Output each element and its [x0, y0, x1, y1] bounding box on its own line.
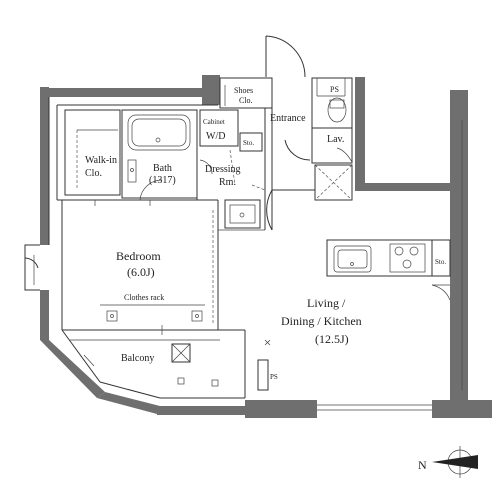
bath-label-2: (1317) [149, 175, 176, 186]
wall-south-balcony [157, 406, 245, 415]
wall-top-ps [355, 77, 365, 187]
compass: N [418, 446, 478, 478]
wall-diagonal-1 [40, 340, 105, 398]
interior-walls [48, 77, 451, 399]
dressing-label-2: Rm. [219, 177, 236, 188]
sto-small-label: Sto. [243, 139, 254, 147]
wall-diagonal-2 [97, 392, 160, 414]
walkin-label-2: Clo. [85, 168, 102, 179]
wall-west-lower [40, 290, 49, 340]
living-label-1: Living / [307, 296, 346, 310]
living-label-2: Dining / Kitchen [281, 314, 362, 328]
kitchen-counter [326, 239, 433, 277]
ps-top-label: PS [330, 85, 339, 94]
shoes-label-2: Clo. [239, 96, 253, 105]
ps-bottom-label: PS [270, 373, 278, 381]
wall-south-mid [245, 400, 317, 418]
compass-needle-icon [432, 455, 478, 469]
exterior-walls [40, 75, 492, 418]
wall-west [40, 87, 49, 245]
lav-label: Lav. [327, 134, 344, 145]
entrance-door-arc [265, 35, 306, 78]
west-door-frame [24, 244, 40, 291]
sto-small-outline [239, 132, 263, 152]
ps-bottom-box [257, 359, 269, 391]
walkin-closet-outline [64, 109, 121, 196]
entrance-inner-arc [284, 139, 311, 161]
cabinet-label: Cabinet [203, 118, 225, 126]
closet-door-arc [199, 159, 213, 175]
wall-top-shoes [202, 75, 220, 105]
sto-kitchen-label: Sto. [435, 258, 446, 266]
living-label-3: (12.5J) [315, 332, 349, 346]
wall-kitchen-north [355, 183, 450, 191]
washer-box [224, 199, 261, 229]
cabinet-outline [199, 109, 239, 147]
lav-room [311, 127, 353, 164]
entrance-step [314, 164, 353, 201]
entrance-label: Entrance [270, 113, 306, 124]
bath-door-arc [139, 179, 163, 201]
west-door-arc [24, 257, 39, 269]
room-labels: Walk-in Clo. Bath (1317) Dressing Rm. Ca… [85, 85, 446, 381]
dressing-door-arc [266, 189, 273, 231]
wall-east [450, 90, 468, 410]
wall-north-left [40, 88, 210, 97]
wd-label: W/D [206, 131, 225, 142]
bedroom-label-2: (6.0J) [127, 265, 155, 279]
kitchen-sto-box [431, 239, 451, 277]
balcony-hatch [171, 343, 191, 363]
compass-north-label: N [418, 458, 427, 472]
walkin-label-1: Walk-in [85, 155, 117, 166]
clothes-rack-label: Clothes rack [124, 293, 164, 302]
bedroom-label-1: Bedroom [116, 249, 161, 263]
balcony-label: Balcony [121, 353, 154, 364]
dressing-label-1: Dressing [205, 164, 241, 175]
bath-label-1: Bath [153, 163, 172, 174]
doors [24, 35, 463, 411]
shoes-label-1: Shoes [234, 86, 253, 95]
